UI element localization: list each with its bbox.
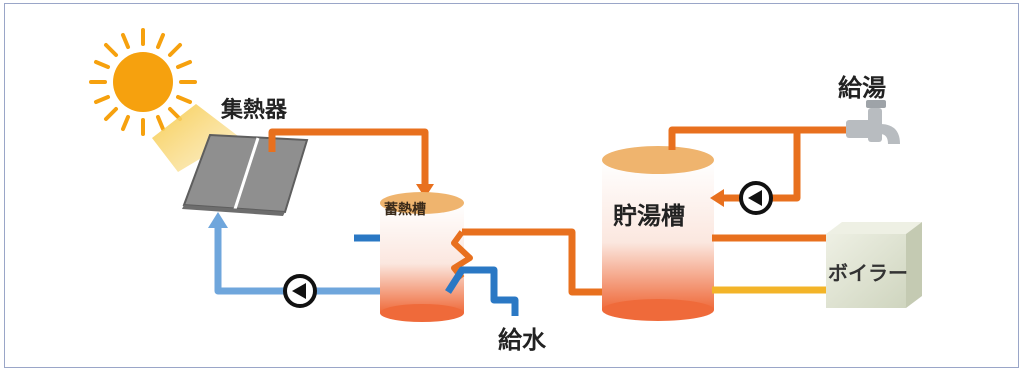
heat-storage-tank (380, 192, 464, 322)
pump-icon (739, 181, 773, 215)
heat-storage-label: 蓄熱槽 (384, 202, 426, 218)
storage-tank-label: 貯湯槽 (613, 202, 685, 230)
boiler-icon (826, 222, 922, 308)
flow-arrow-up (208, 212, 228, 228)
collector-return-pipe (214, 226, 384, 295)
sun-icon (89, 28, 197, 136)
faucet-icon (846, 100, 900, 144)
water-supply-pipe (445, 266, 519, 316)
collector-label: 集熱器 (221, 98, 288, 123)
hot-water-supply-label: 給湯 (838, 74, 886, 102)
flow-arrow-down (416, 184, 434, 198)
water-supply-label: 給水 (498, 326, 546, 354)
collector-outlet-pipe (268, 128, 429, 186)
sunlight-beam (152, 104, 238, 172)
hot-water-storage-tank (602, 146, 714, 321)
heat-exchanger-coil (451, 230, 473, 280)
boiler-label: ボイラー (828, 261, 908, 285)
preheat-transfer-pipe (462, 228, 622, 296)
pump-icon (283, 274, 317, 308)
flow-arrow-left (710, 189, 724, 207)
hot-water-outlet-pipe (668, 126, 848, 150)
